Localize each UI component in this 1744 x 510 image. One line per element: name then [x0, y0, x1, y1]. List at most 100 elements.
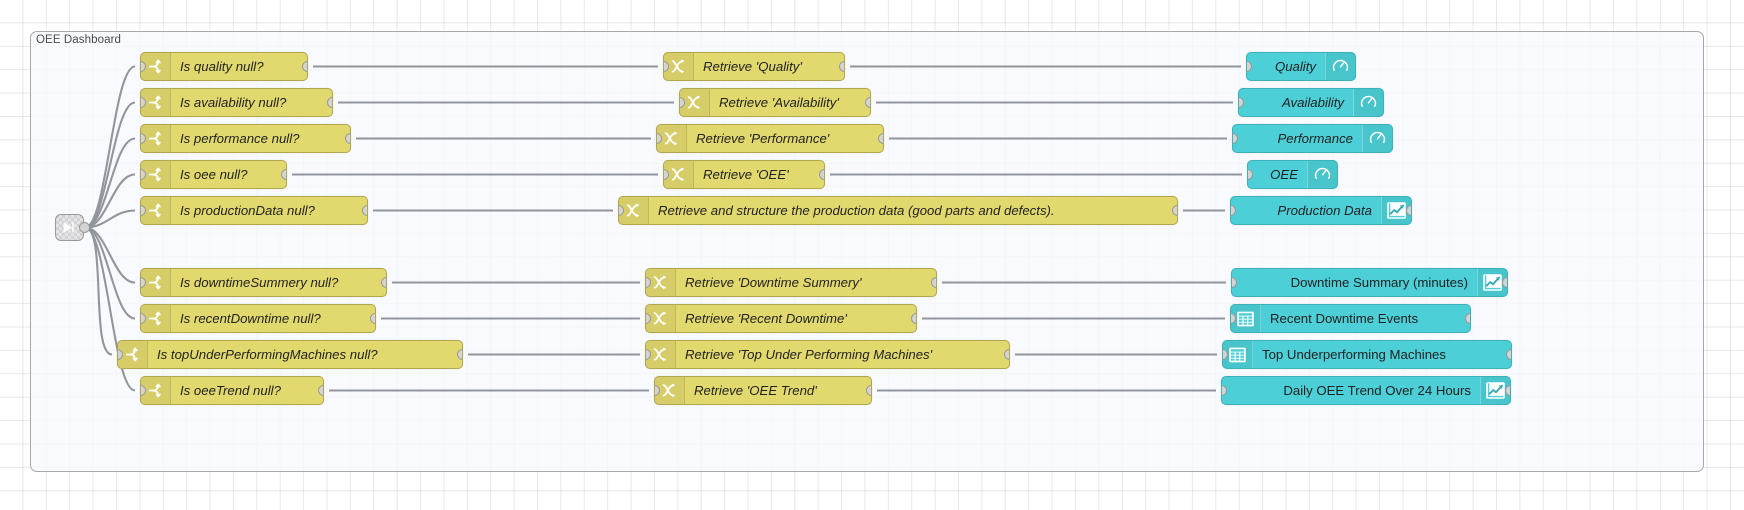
- switch-node-is-quality-null[interactable]: Is quality null?: [140, 52, 308, 81]
- switch-node-is-availability-null-label: Is availability null?: [180, 95, 287, 110]
- dashboard-node-performance-label: Performance: [1277, 131, 1354, 146]
- change-node-retrieve-oee-output-port[interactable]: [819, 169, 824, 180]
- switch-icon: [141, 161, 171, 188]
- inject-node[interactable]: [55, 214, 90, 241]
- dashboard-node-oee-label: OEE: [1270, 167, 1298, 182]
- change-node-retrieve-oee-trend-label: Retrieve 'OEE Trend': [694, 383, 817, 398]
- change-node-retrieve-top-under-performing-machines[interactable]: Retrieve 'Top Under Performing Machines': [645, 340, 1010, 369]
- dashboard-node-quality[interactable]: Quality: [1246, 52, 1356, 81]
- change-node-retrieve-downtime-summery-label: Retrieve 'Downtime Summery': [685, 275, 862, 290]
- change-icon: [646, 305, 676, 332]
- switch-node-is-productiondata-null-label: Is productionData null?: [180, 203, 315, 218]
- chart-icon: [1381, 197, 1411, 224]
- switch-node-is-recentdowntime-null[interactable]: Is recentDowntime null?: [140, 304, 376, 333]
- change-icon: [646, 269, 676, 296]
- change-node-retrieve-recent-downtime[interactable]: Retrieve 'Recent Downtime': [645, 304, 917, 333]
- dashboard-node-availability[interactable]: Availability: [1238, 88, 1384, 117]
- switch-icon: [141, 53, 171, 80]
- change-node-retrieve-recent-downtime-label: Retrieve 'Recent Downtime': [685, 311, 847, 326]
- change-node-retrieve-oee[interactable]: Retrieve 'OEE': [663, 160, 825, 189]
- change-node-retrieve-availability-label: Retrieve 'Availability': [719, 95, 839, 110]
- change-node-retrieve-top-under-performing-machines-output-port[interactable]: [1004, 349, 1009, 360]
- switch-node-is-oee-null[interactable]: Is oee null?: [140, 160, 287, 189]
- switch-node-is-topunderperformingmachines-null-label: Is topUnderPerformingMachines null?: [157, 347, 378, 362]
- change-node-retrieve-performance[interactable]: Retrieve 'Performance': [656, 124, 884, 153]
- change-node-retrieve-quality-output-port[interactable]: [839, 61, 844, 72]
- change-node-retrieve-downtime-summery[interactable]: Retrieve 'Downtime Summery': [645, 268, 937, 297]
- change-node-retrieve-and-structure-the-production-data-good-parts-and-defects-label: Retrieve and structure the production da…: [658, 203, 1055, 218]
- switch-node-is-recentdowntime-null-output-port[interactable]: [370, 313, 375, 324]
- change-node-retrieve-and-structure-the-production-data-good-parts-and-defects-output-port[interactable]: [1172, 205, 1177, 216]
- dashboard-node-downtime-summary-minutes-output-port[interactable]: [1502, 277, 1507, 288]
- dashboard-node-production-data-output-port[interactable]: [1406, 205, 1411, 216]
- switch-icon: [141, 89, 171, 116]
- gauge-icon: [1353, 89, 1383, 116]
- dashboard-node-performance[interactable]: Performance: [1232, 124, 1393, 153]
- dashboard-node-availability-label: Availability: [1281, 95, 1344, 110]
- dashboard-node-top-underperforming-machines-label: Top Underperforming Machines: [1262, 347, 1446, 362]
- switch-node-is-oee-null-output-port[interactable]: [281, 169, 286, 180]
- gauge-icon: [1307, 161, 1337, 188]
- change-node-retrieve-downtime-summery-output-port[interactable]: [931, 277, 936, 288]
- switch-node-is-oee-null-label: Is oee null?: [180, 167, 248, 182]
- dashboard-node-daily-oee-trend-over-24-hours-output-port[interactable]: [1505, 385, 1510, 396]
- change-node-retrieve-availability-output-port[interactable]: [865, 97, 870, 108]
- change-node-retrieve-performance-label: Retrieve 'Performance': [696, 131, 830, 146]
- change-node-retrieve-top-under-performing-machines-label: Retrieve 'Top Under Performing Machines': [685, 347, 933, 362]
- dashboard-node-downtime-summary-minutes[interactable]: Downtime Summary (minutes): [1231, 268, 1508, 297]
- change-icon: [680, 89, 710, 116]
- change-node-retrieve-quality-label: Retrieve 'Quality': [703, 59, 802, 74]
- change-node-retrieve-performance-output-port[interactable]: [878, 133, 883, 144]
- switch-node-is-availability-null[interactable]: Is availability null?: [140, 88, 333, 117]
- switch-node-is-productiondata-null-output-port[interactable]: [362, 205, 367, 216]
- switch-icon: [118, 341, 148, 368]
- change-icon: [664, 161, 694, 188]
- dashboard-node-top-underperforming-machines[interactable]: Top Underperforming Machines: [1222, 340, 1512, 369]
- dashboard-node-recent-downtime-events-label: Recent Downtime Events: [1270, 311, 1419, 326]
- switch-node-is-topunderperformingmachines-null[interactable]: Is topUnderPerformingMachines null?: [117, 340, 463, 369]
- gauge-icon: [1362, 125, 1392, 152]
- switch-node-is-availability-null-output-port[interactable]: [327, 97, 332, 108]
- change-node-retrieve-availability[interactable]: Retrieve 'Availability': [679, 88, 871, 117]
- change-node-retrieve-oee-trend[interactable]: Retrieve 'OEE Trend': [654, 376, 872, 405]
- switch-node-is-oeetrend-null[interactable]: Is oeeTrend null?: [140, 376, 324, 405]
- switch-icon: [141, 377, 171, 404]
- dashboard-node-top-underperforming-machines-output-port[interactable]: [1506, 349, 1511, 360]
- dashboard-node-recent-downtime-events-output-port[interactable]: [1465, 313, 1470, 324]
- switch-node-is-oeetrend-null-output-port[interactable]: [318, 385, 323, 396]
- change-node-retrieve-quality[interactable]: Retrieve 'Quality': [663, 52, 845, 81]
- dashboard-node-oee[interactable]: OEE: [1247, 160, 1338, 189]
- change-icon: [619, 197, 649, 224]
- inject-icon: [62, 221, 77, 234]
- change-node-retrieve-and-structure-the-production-data-good-parts-and-defects[interactable]: Retrieve and structure the production da…: [618, 196, 1178, 225]
- switch-node-is-downtimesummery-null[interactable]: Is downtimeSummery null?: [140, 268, 387, 297]
- gauge-icon: [1325, 53, 1355, 80]
- table-icon: [1231, 305, 1261, 332]
- dashboard-node-daily-oee-trend-over-24-hours[interactable]: Daily OEE Trend Over 24 Hours: [1221, 376, 1511, 405]
- switch-node-is-performance-null-output-port[interactable]: [345, 133, 350, 144]
- switch-node-is-topunderperformingmachines-null-output-port[interactable]: [457, 349, 462, 360]
- dashboard-node-recent-downtime-events[interactable]: Recent Downtime Events: [1230, 304, 1471, 333]
- switch-node-is-downtimesummery-null-label: Is downtimeSummery null?: [180, 275, 339, 290]
- inject-output-port[interactable]: [79, 222, 90, 233]
- chart-icon: [1480, 377, 1510, 404]
- switch-icon: [141, 197, 171, 224]
- switch-node-is-downtimesummery-null-output-port[interactable]: [381, 277, 386, 288]
- dashboard-node-daily-oee-trend-over-24-hours-label: Daily OEE Trend Over 24 Hours: [1283, 383, 1471, 398]
- switch-icon: [141, 305, 171, 332]
- switch-node-is-performance-null[interactable]: Is performance null?: [140, 124, 351, 153]
- chart-icon: [1477, 269, 1507, 296]
- switch-node-is-performance-null-label: Is performance null?: [180, 131, 300, 146]
- switch-node-is-quality-null-output-port[interactable]: [302, 61, 307, 72]
- switch-node-is-productiondata-null[interactable]: Is productionData null?: [140, 196, 368, 225]
- change-node-retrieve-recent-downtime-output-port[interactable]: [911, 313, 916, 324]
- switch-icon: [141, 269, 171, 296]
- switch-node-is-quality-null-label: Is quality null?: [180, 59, 264, 74]
- dashboard-node-production-data[interactable]: Production Data: [1230, 196, 1412, 225]
- change-icon: [664, 53, 694, 80]
- dashboard-node-production-data-label: Production Data: [1277, 203, 1372, 218]
- switch-node-is-oeetrend-null-label: Is oeeTrend null?: [180, 383, 281, 398]
- change-node-retrieve-oee-trend-output-port[interactable]: [866, 385, 871, 396]
- change-icon: [657, 125, 687, 152]
